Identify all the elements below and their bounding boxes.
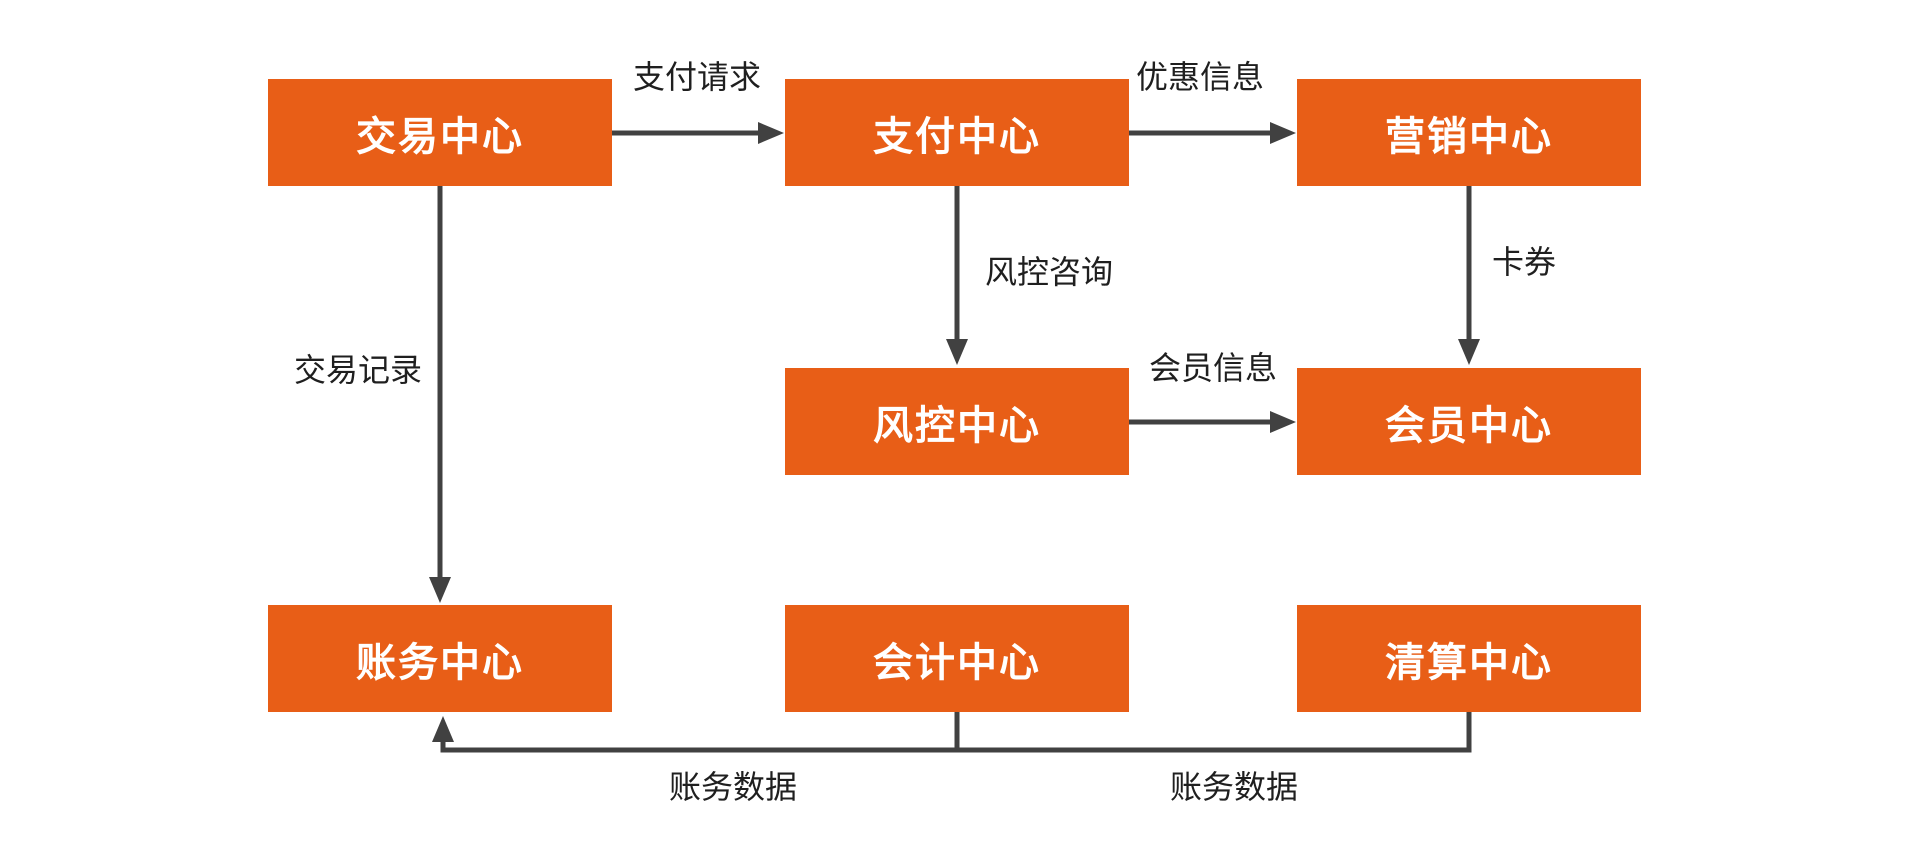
edge-label-member-info: 会员信息 (1148, 350, 1278, 386)
arrowhead-coupon (1458, 339, 1480, 365)
node-bookkeeping-center: 会计中心 (785, 605, 1129, 712)
node-payment-center: 支付中心 (785, 79, 1129, 186)
arrowhead-member-info (1270, 411, 1296, 433)
node-member-center: 会员中心 (1297, 368, 1641, 475)
arrowhead-risk-consult (946, 339, 968, 365)
edge-label-promo-info: 优惠信息 (1135, 59, 1265, 95)
node-account-center: 账务中心 (268, 605, 612, 712)
node-risk-center: 风控中心 (785, 368, 1129, 475)
node-marketing-center: 营销中心 (1297, 79, 1641, 186)
edge-label-coupon: 卡券 (1492, 244, 1557, 280)
arrowhead-pay-request (758, 122, 784, 144)
edge-label-trade-record: 交易记录 (293, 352, 422, 388)
node-clearing-center: 清算中心 (1297, 605, 1641, 712)
edge-label-bookkeeping-acct-data: 账务数据 (668, 769, 798, 805)
arrowhead-trade-record (429, 577, 451, 603)
arrowhead-clearing-acct-data (432, 716, 454, 742)
edge-label-pay-request: 支付请求 (632, 59, 762, 95)
node-trade-center: 交易中心 (268, 79, 612, 186)
edge-label-risk-consult: 风控咨询 (985, 254, 1114, 290)
arrowhead-promo-info (1270, 122, 1296, 144)
edge-label-clearing-acct-data: 账务数据 (1169, 769, 1299, 805)
